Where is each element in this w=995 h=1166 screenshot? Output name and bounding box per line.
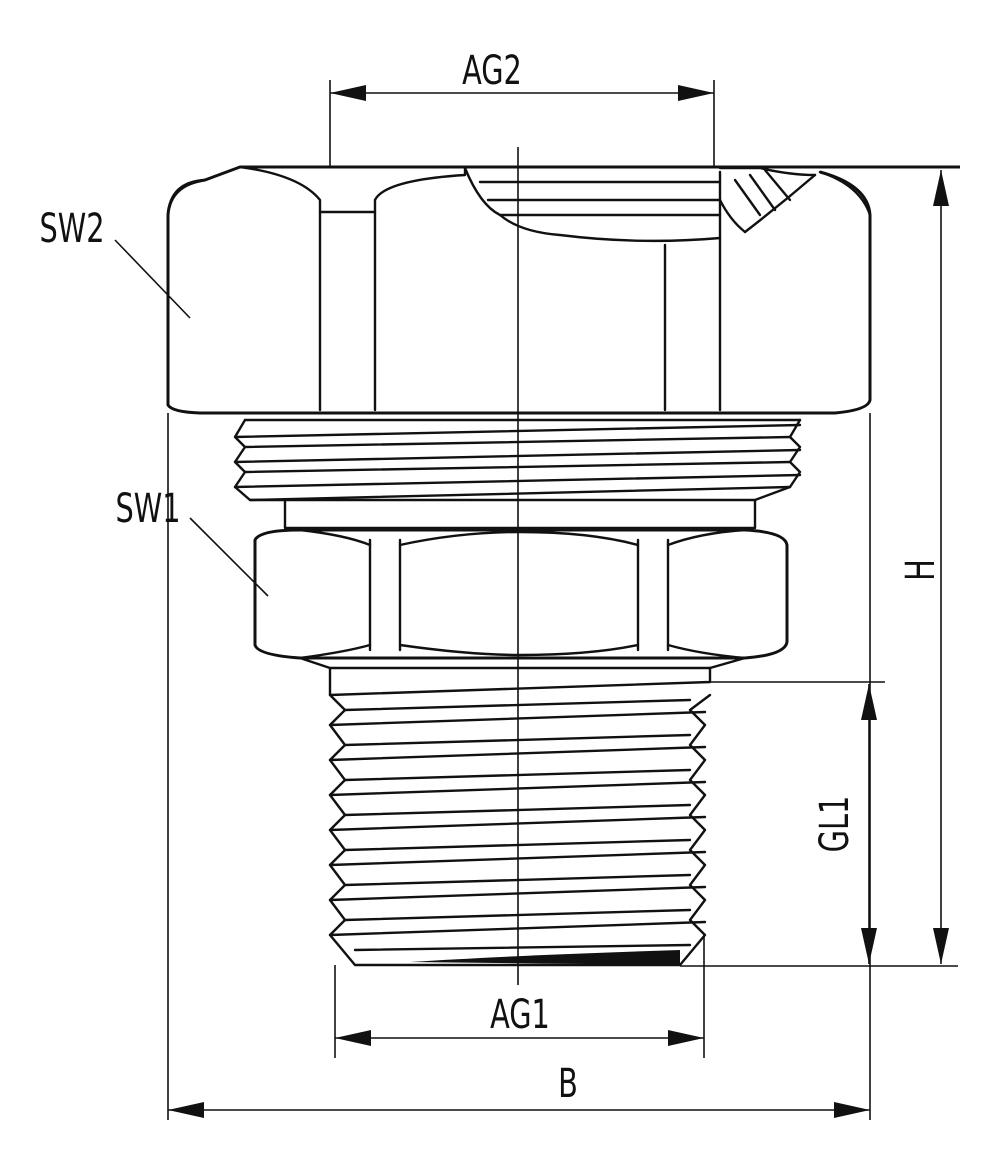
lower-hex-nut: [253, 528, 789, 670]
upper-hex-nut: [166, 165, 960, 415]
h-label: H: [896, 559, 943, 581]
b-label: B: [558, 1059, 578, 1106]
gl1-label: GL1: [810, 796, 857, 853]
sw1-label: SW1: [115, 484, 180, 531]
ag2-label: AG2: [462, 46, 522, 93]
sw2-leader-line: [114, 239, 191, 319]
sw1-leader-line: [189, 517, 269, 597]
sw2-label: SW2: [39, 204, 104, 251]
ag1-label: AG1: [490, 990, 550, 1037]
lower-thread: [328, 666, 712, 967]
